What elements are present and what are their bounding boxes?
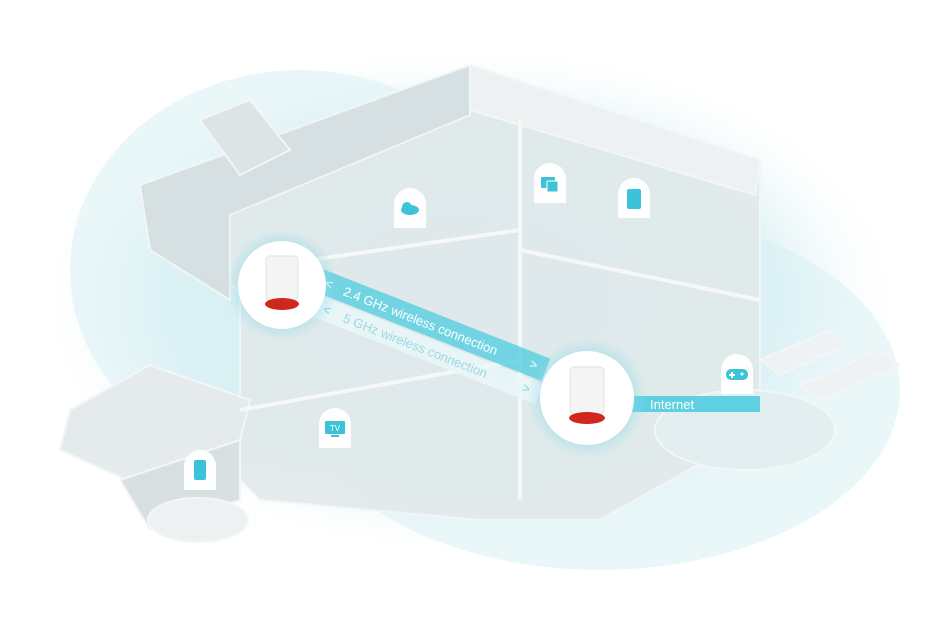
device-tablet xyxy=(618,178,650,218)
gamepad-icon xyxy=(726,369,748,380)
device-monitor xyxy=(534,163,566,203)
device-cloud xyxy=(394,188,426,228)
phone-icon xyxy=(194,460,206,480)
internet-label: Internet xyxy=(650,397,694,412)
router-primary[interactable] xyxy=(226,229,338,341)
device-tv: TV xyxy=(319,408,351,448)
cloud-icon xyxy=(401,202,419,215)
device-phone xyxy=(184,450,216,490)
device-gamepad xyxy=(721,354,753,394)
tv-icon: TV xyxy=(325,421,345,437)
tv-label: TV xyxy=(330,424,341,433)
tablet-icon xyxy=(627,189,641,209)
monitor-icon xyxy=(541,177,559,193)
internet-connection: Internet xyxy=(625,396,760,412)
router-secondary[interactable] xyxy=(527,338,647,458)
